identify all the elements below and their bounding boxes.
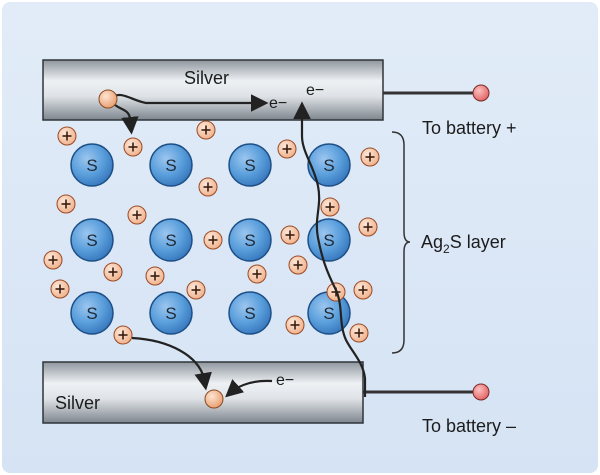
silver-ion-icon: [43, 250, 63, 270]
sulfur-symbol: S: [86, 231, 97, 250]
silver-ion-icon: [285, 315, 305, 335]
battery-plus-label: To battery +: [422, 118, 517, 138]
sulfur-symbol: S: [86, 156, 97, 175]
silver-ion-icon: [50, 279, 70, 299]
sulfur-symbol: S: [323, 304, 334, 323]
electron-label-bottom: e−: [276, 372, 294, 389]
layer-bracket: [391, 131, 411, 354]
sulfur-symbol: S: [323, 231, 334, 250]
bottom-electrode-label: Silver: [55, 393, 100, 413]
battery-terminal-icon: [472, 84, 490, 102]
electron-icon: [98, 89, 118, 109]
silver-ion-icon: [103, 262, 123, 282]
silver-ion-icon: [280, 225, 300, 245]
silver-ion-icon: [186, 280, 206, 300]
sulfur-atom-icon: S: [70, 143, 114, 187]
battery-terminal-icon: [472, 383, 490, 401]
sulfur-symbol: S: [165, 156, 176, 175]
silver-ion-icon: [360, 147, 380, 167]
sulfur-atom-icon: S: [228, 143, 272, 187]
top-silver-electrode: [42, 59, 384, 121]
electron-icon: [204, 389, 224, 409]
silver-ion-icon: [203, 230, 223, 250]
silver-ion-icon: [145, 266, 165, 286]
silver-ion-icon: [56, 194, 76, 214]
silver-ion-icon: [113, 325, 133, 345]
ion-path-bottom: [131, 336, 212, 391]
silver-ion-icon: [320, 197, 340, 217]
silver-ion-icon: [353, 280, 373, 300]
sulfur-symbol: S: [165, 231, 176, 250]
sulfur-atoms: S S S S S S S S S S S S: [70, 143, 351, 335]
sulfur-atom-icon: S: [70, 291, 114, 335]
silver-ion-icon: [57, 126, 77, 146]
silver-ion-icon: [247, 264, 267, 284]
sulfur-atom-icon: S: [149, 218, 193, 262]
sulfur-symbol: S: [165, 304, 176, 323]
silver-ion-icon: [288, 255, 308, 275]
silver-ion-icon: [349, 323, 369, 343]
sulfur-symbol: S: [244, 156, 255, 175]
silver-ion-icon: [196, 120, 216, 140]
sulfur-atom-icon: S: [228, 218, 272, 262]
silver-ion-icon: [358, 217, 378, 237]
sulfur-symbol: S: [244, 231, 255, 250]
sulfur-atom-icon: S: [149, 143, 193, 187]
ag2s-layer-label: Ag2S layer: [421, 232, 506, 256]
battery-minus-label: To battery –: [422, 416, 516, 436]
sulfur-atom-icon: S: [70, 218, 114, 262]
sulfur-atom-icon: S: [149, 291, 193, 335]
electron-path-bottom: [225, 379, 273, 398]
sulfur-symbol: S: [86, 304, 97, 323]
electron-label-top-1: e−: [269, 95, 287, 112]
silver-ion-icon: [123, 137, 143, 157]
silver-ion-icon: [198, 177, 218, 197]
silver-ions: [43, 120, 380, 345]
sulfur-symbol: S: [323, 156, 334, 175]
filament-path: [293, 101, 367, 397]
sulfur-symbol: S: [244, 304, 255, 323]
electron-label-top-2: e−: [306, 82, 324, 99]
sulfur-atom-icon: S: [228, 291, 272, 335]
sulfur-atom-icon: S: [307, 218, 351, 262]
sulfur-atom-icon: S: [307, 143, 351, 187]
silver-ion-icon: [127, 205, 147, 225]
silver-ion-icon: [277, 139, 297, 159]
top-electrode-label: Silver: [184, 68, 229, 88]
